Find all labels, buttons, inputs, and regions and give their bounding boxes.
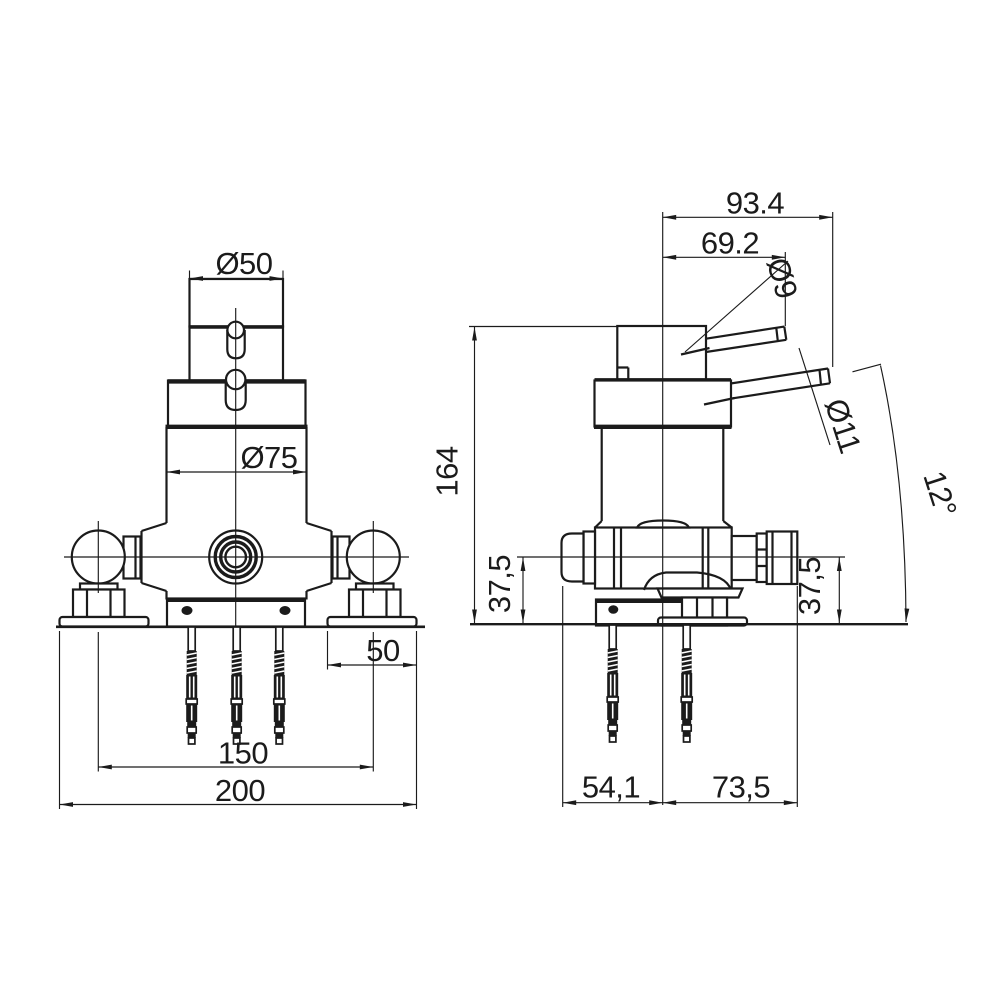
angle-tick: [852, 363, 882, 373]
front-centerlines: [64, 308, 409, 626]
dim-upper-pin-reach: 69.2: [701, 226, 759, 261]
dim-handle-diameter: Ø50: [215, 246, 272, 281]
dim-overall-height: 164: [430, 446, 465, 496]
front-right-escutcheon: [326, 615, 418, 628]
dimension-arrowheads: [59, 214, 910, 807]
dim-front-depth: 73,5: [712, 770, 770, 805]
side-plate-hole: [608, 605, 619, 614]
dimension-lines: [58, 212, 910, 809]
front-plate-hole-right: [279, 606, 291, 615]
dim-inlet-spacing: 150: [218, 736, 268, 771]
dim-pin-angle: 12°: [916, 467, 963, 521]
front-plate-hole-left: [181, 606, 193, 615]
dim-escutcheon-width: 50: [366, 633, 400, 668]
dim-upper-pin-diameter: Ø9: [760, 254, 805, 302]
dia11-leader: [798, 347, 831, 446]
dim-left-port-height: 37,5: [482, 555, 517, 613]
dim-right-port-height: 37,5: [792, 557, 827, 615]
dim-lower-pin-diameter: Ø11: [818, 394, 868, 457]
side-view: [470, 212, 908, 805]
dia9-leader: [684, 260, 789, 353]
front-body: [165, 427, 308, 600]
side-lower-pin-rod: [730, 367, 832, 400]
front-left-escutcheon: [58, 615, 150, 628]
side-port-housing: [593, 526, 733, 590]
dim-overall-width: 200: [215, 773, 265, 808]
side-centerlines: [517, 212, 845, 805]
front-right-union-nut: [347, 588, 402, 619]
dim-rear-depth: 54,1: [582, 770, 640, 805]
side-body: [594, 427, 733, 529]
front-left-union-nut: [71, 588, 126, 619]
front-view: [56, 277, 425, 745]
side-upper-pin-rod: [705, 325, 788, 354]
angle-arc: [879, 365, 907, 623]
dim-body-diameter: Ø75: [240, 440, 297, 475]
dimension-text: Ø50 Ø75 50 150 200 93.4 69.2 164 37,5 37…: [215, 186, 964, 809]
dim-lower-pin-reach: 93.4: [726, 186, 785, 221]
side-lower-arch: [642, 571, 733, 591]
